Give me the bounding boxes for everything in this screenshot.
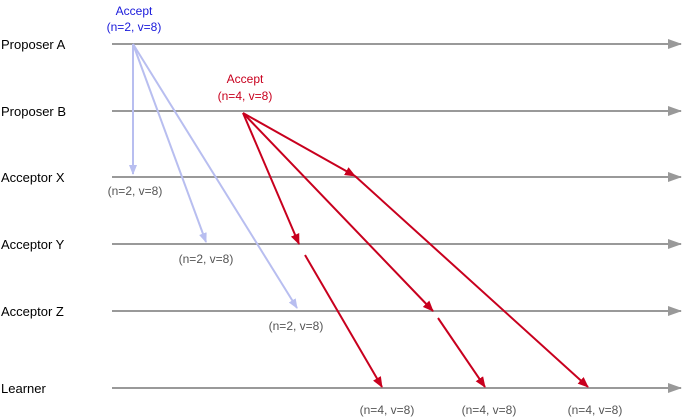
proposer-a-accept-label: Accept xyxy=(116,4,153,18)
learner-received-value-1: (n=4, v=8) xyxy=(360,403,415,417)
lane-label-proposer-b: Proposer B xyxy=(1,104,66,119)
lane-labels: Proposer A Proposer B Acceptor X Accepto… xyxy=(1,37,66,396)
message-b-to-acceptor-z xyxy=(242,112,434,312)
proposer-b-accept-messages xyxy=(242,112,589,388)
lane-label-proposer-a: Proposer A xyxy=(1,37,66,52)
message-b-to-acceptor-y xyxy=(242,112,300,245)
message-b-to-acceptor-x xyxy=(242,112,356,177)
proposer-b-accept-label: Accept xyxy=(227,72,264,86)
learner-received-value-2: (n=4, v=8) xyxy=(462,403,517,417)
proposer-b-accept-value: (n=4, v=8) xyxy=(218,89,273,103)
proposer-a-accept-value: (n=2, v=8) xyxy=(107,20,162,34)
message-a-to-acceptor-y xyxy=(132,43,207,243)
receipt-labels: (n=2, v=8) (n=2, v=8) (n=2, v=8) (n=4, v… xyxy=(108,184,623,417)
message-acceptor-z-to-learner xyxy=(437,317,486,388)
message-acceptor-x-to-learner xyxy=(354,175,589,388)
message-a-to-acceptor-z xyxy=(132,43,298,309)
lane-label-learner: Learner xyxy=(1,381,46,396)
lane-label-acceptor-z: Acceptor Z xyxy=(1,304,64,319)
learner-received-value-3: (n=4, v=8) xyxy=(568,403,623,417)
message-acceptor-y-to-learner xyxy=(304,254,383,388)
lane-label-acceptor-y: Acceptor Y xyxy=(1,237,65,252)
acceptor-z-received-value: (n=2, v=8) xyxy=(269,319,324,333)
accept-message-labels: Accept (n=2, v=8) Accept (n=4, v=8) xyxy=(107,4,273,103)
acceptor-y-received-value: (n=2, v=8) xyxy=(179,252,234,266)
lane-lines xyxy=(112,39,682,393)
lane-label-acceptor-x: Acceptor X xyxy=(1,170,65,185)
acceptor-x-received-value: (n=2, v=8) xyxy=(108,184,163,198)
proposer-a-accept-messages xyxy=(129,43,298,309)
